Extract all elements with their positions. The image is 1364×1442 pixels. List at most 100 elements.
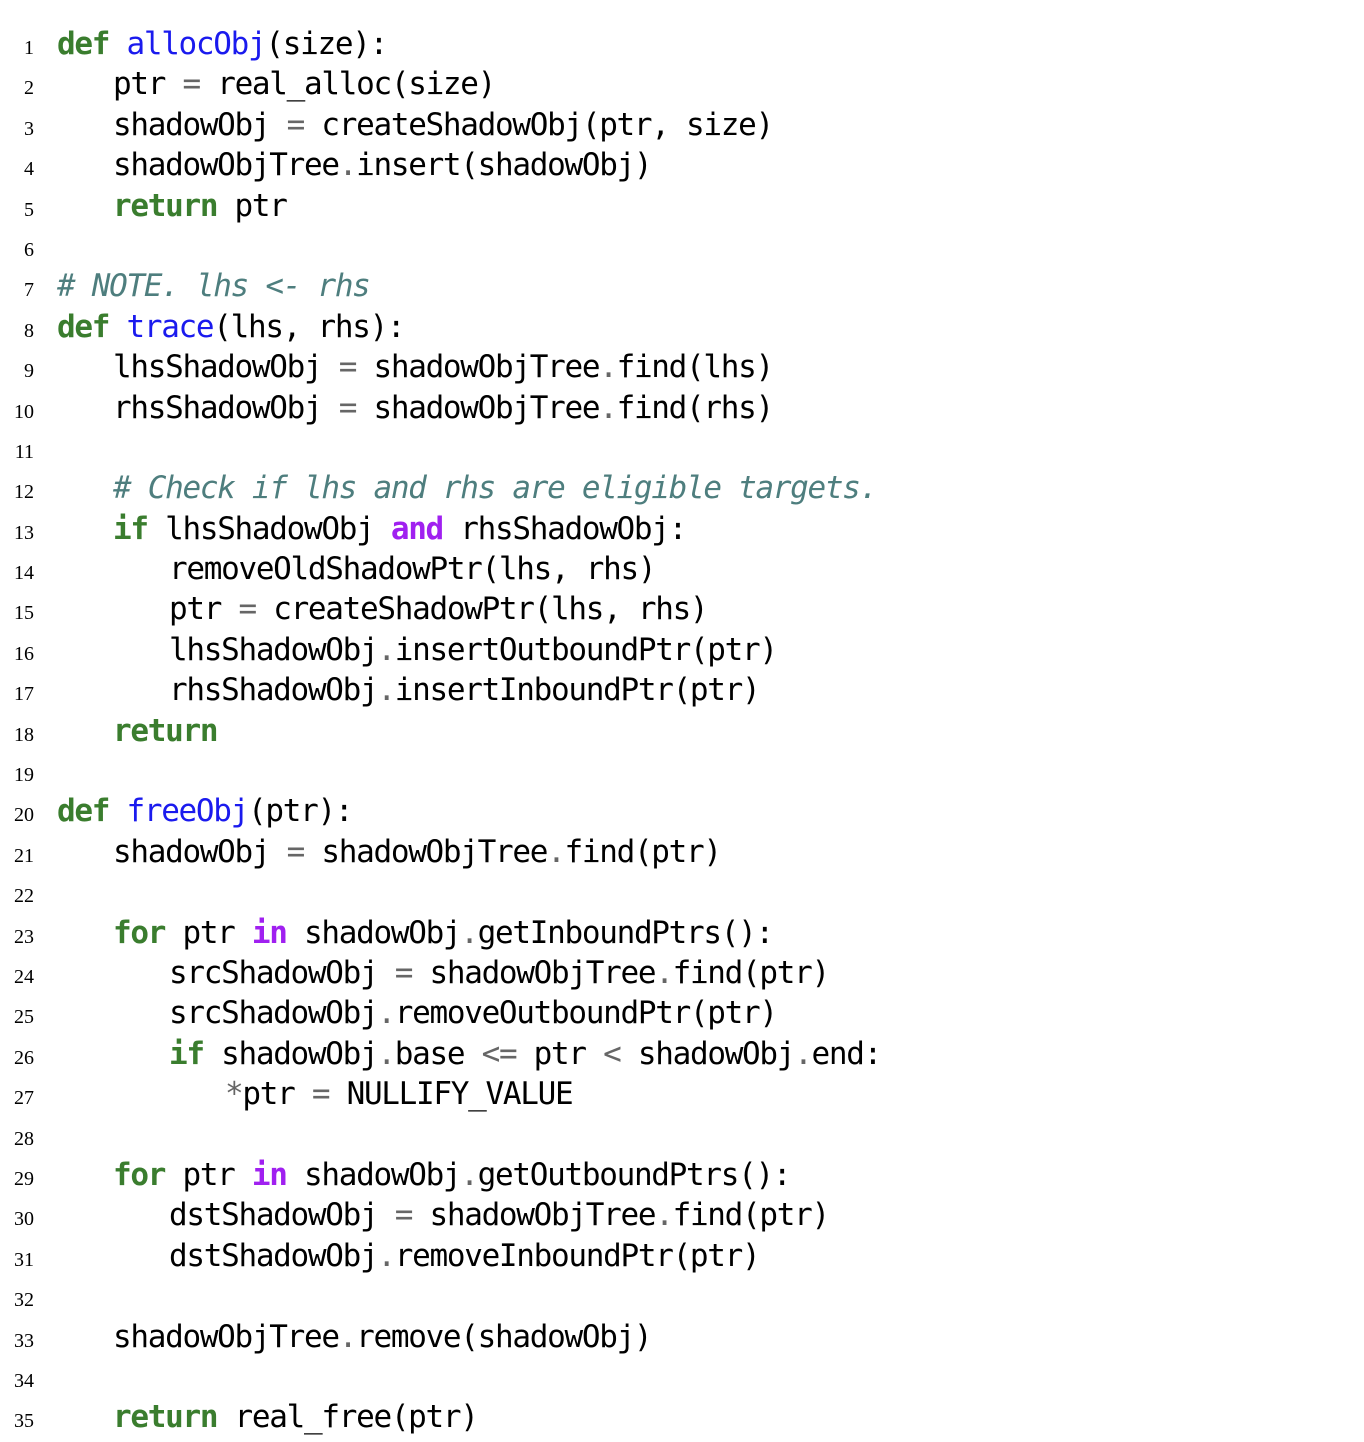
operator-token: = <box>338 389 358 426</box>
code-token: srcShadowObj <box>169 954 395 991</box>
code-token: shadowObj <box>286 1156 462 1193</box>
line-code: def trace(lhs, rhs): <box>57 307 406 347</box>
code-line: 24 srcShadowObj = shadowObjTree.find(ptr) <box>0 953 1364 993</box>
line-number: 33 <box>14 1329 34 1352</box>
line-code: srcShadowObj = shadowObjTree.find(ptr) <box>169 953 830 993</box>
keyword-token: return <box>113 187 218 224</box>
operator-token: . <box>377 631 396 668</box>
line-number: 24 <box>14 965 34 988</box>
line-number: 25 <box>14 1006 34 1029</box>
code-token: ptr <box>113 66 183 103</box>
line-number: 10 <box>14 400 34 423</box>
operator-token: . <box>377 672 396 709</box>
code-token: (size): <box>265 26 388 62</box>
code-token: insert(shadowObj) <box>356 147 652 184</box>
operator-token: . <box>599 389 618 426</box>
code-line: 32 <box>0 1276 1364 1316</box>
line-code: return <box>113 711 218 751</box>
operator-token: . <box>599 349 618 386</box>
operator-token: . <box>655 954 674 991</box>
line-number: 14 <box>14 562 34 585</box>
code-token: rhsShadowObj: <box>442 510 687 547</box>
line-number: 26 <box>14 1046 34 1069</box>
line-number: 1 <box>24 37 34 59</box>
code-token: find(ptr) <box>672 1197 831 1234</box>
operator-token: . <box>460 914 479 951</box>
line-number: 22 <box>14 885 34 908</box>
code-token: getOutboundPtrs(): <box>477 1156 792 1193</box>
keyword-token: def <box>57 308 110 345</box>
code-token: shadowObj <box>113 106 287 143</box>
operator-token: . <box>794 1035 813 1072</box>
operator-token: * <box>225 1076 244 1113</box>
code-token: real_alloc(size) <box>199 66 496 103</box>
code-token: real_free(ptr) <box>217 1399 479 1436</box>
comment-token: # NOTE. lhs <- rhs <box>57 268 371 305</box>
code-token: shadowObjTree <box>412 954 656 991</box>
code-token: removeInboundPtr(ptr) <box>394 1237 761 1274</box>
operator-token: . <box>338 1318 358 1355</box>
code-token <box>109 309 126 345</box>
code-token: find(lhs) <box>616 349 775 386</box>
line-number: 11 <box>14 440 34 463</box>
line-number: 35 <box>14 1410 34 1433</box>
function-name-token: trace <box>126 308 214 345</box>
line-code: ptr = createShadowPtr(lhs, rhs) <box>169 589 709 629</box>
operator-token: < <box>603 1035 622 1072</box>
line-number: 12 <box>14 481 34 504</box>
code-line: 33 shadowObjTree.remove(shadowObj) <box>0 1317 1364 1357</box>
code-line: 12# Check if lhs and rhs are eligible ta… <box>0 468 1364 508</box>
code-line: 25 srcShadowObj.removeOutboundPtr(ptr) <box>0 993 1364 1033</box>
operator-token: . <box>377 995 396 1032</box>
line-code: dstShadowObj = shadowObjTree.find(ptr) <box>169 1195 831 1235</box>
line-code: srcShadowObj.removeOutboundPtr(ptr) <box>169 993 778 1033</box>
line-code: return real_free(ptr) <box>113 1397 479 1437</box>
keyword-token: return <box>113 1399 218 1436</box>
operator-token: = <box>311 1076 331 1113</box>
operator-keyword-token: in <box>251 914 288 951</box>
function-name-token: freeObj <box>126 793 249 830</box>
code-token: ptr <box>242 1076 312 1113</box>
keyword-token: for <box>113 1156 166 1193</box>
code-token: srcShadowObj <box>169 995 379 1032</box>
code-token: createShadowObj(ptr, size) <box>304 106 774 143</box>
line-code: shadowObjTree.remove(shadowObj) <box>113 1317 653 1357</box>
code-token: shadowObjTree <box>113 1318 340 1355</box>
keyword-token: if <box>169 1035 205 1072</box>
operator-token: = <box>338 349 358 386</box>
line-code: dstShadowObj.removeInboundPtr(ptr) <box>169 1236 761 1276</box>
code-token: dstShadowObj <box>169 1237 379 1274</box>
code-token: shadowObjTree <box>356 349 600 386</box>
operator-token: = <box>238 591 257 628</box>
code-token: insertOutboundPtr(ptr) <box>394 631 778 668</box>
line-code: shadowObjTree.insert(shadowObj) <box>113 145 653 185</box>
keyword-token: if <box>113 510 149 547</box>
code-token: (lhs, rhs): <box>213 308 405 345</box>
code-token: ptr <box>169 591 239 628</box>
line-number: 28 <box>14 1127 34 1150</box>
code-line: 19 <box>0 751 1364 791</box>
line-number: 29 <box>14 1167 34 1190</box>
line-code: shadowObj = shadowObjTree.find(ptr) <box>113 832 722 872</box>
code-token: lhsShadowObj <box>113 349 339 386</box>
line-code: if lhsShadowObj and rhsShadowObj: <box>113 509 687 549</box>
line-code: *ptr = NULLIFY_VALUE <box>225 1074 574 1114</box>
line-number: 5 <box>24 198 34 221</box>
code-token: find(ptr) <box>564 833 722 870</box>
operator-token: . <box>338 147 358 184</box>
line-number: 34 <box>14 1369 34 1392</box>
